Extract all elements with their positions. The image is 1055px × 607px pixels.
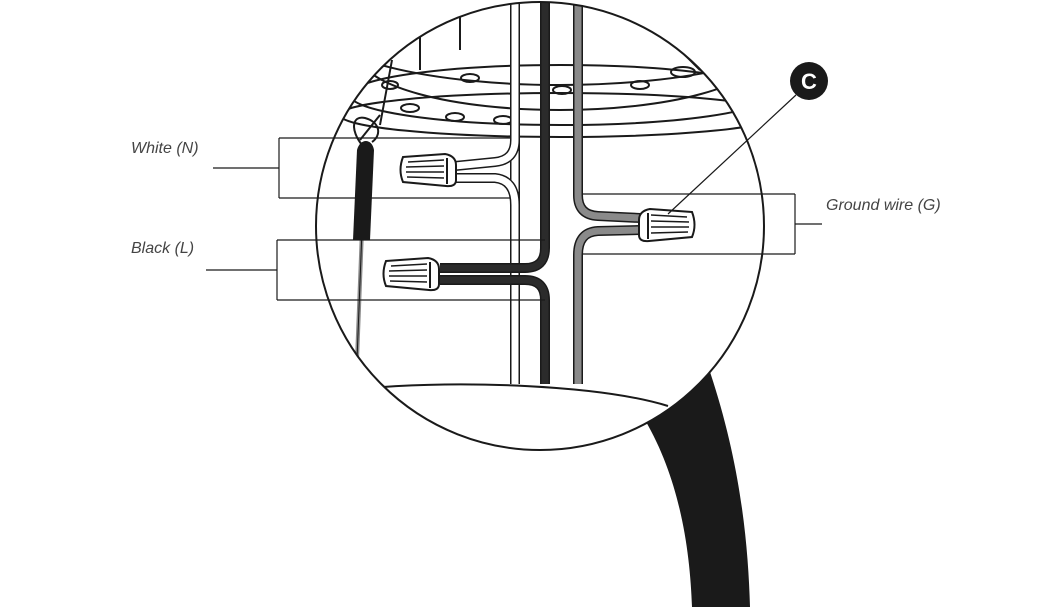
- wire-nut-ground: [638, 207, 696, 243]
- heat-shrink-sleeve: [353, 141, 374, 240]
- ground-wire-label: Ground wire (G): [826, 197, 941, 214]
- main-cable: [645, 366, 750, 607]
- ground-wire-bracket: [582, 193, 822, 255]
- white-wire-bracket: [213, 137, 510, 199]
- wire-nut-white: [399, 152, 457, 188]
- white-wire-branch: [455, 174, 519, 206]
- white-wire-label: White (N): [131, 140, 199, 157]
- callout-leader-line: [667, 94, 797, 215]
- ground-wire-upper: [574, 2, 641, 222]
- wire-nut-black: [382, 256, 440, 292]
- callout-badge: [790, 62, 828, 100]
- thin-lead-wire-outline: [356, 229, 363, 361]
- ground-wire-lower: [574, 226, 641, 384]
- white-wire-upper: [454, 10, 519, 170]
- fan-body-edge: [369, 383, 669, 407]
- hook-loop: [353, 59, 393, 146]
- black-wire-bracket: [206, 239, 545, 301]
- zoom-circle-outline: [315, 1, 765, 451]
- black-wire-label: Black (L): [131, 240, 195, 257]
- black-wire-vertical-inner: [440, 2, 549, 272]
- callout-letter: C: [801, 69, 817, 94]
